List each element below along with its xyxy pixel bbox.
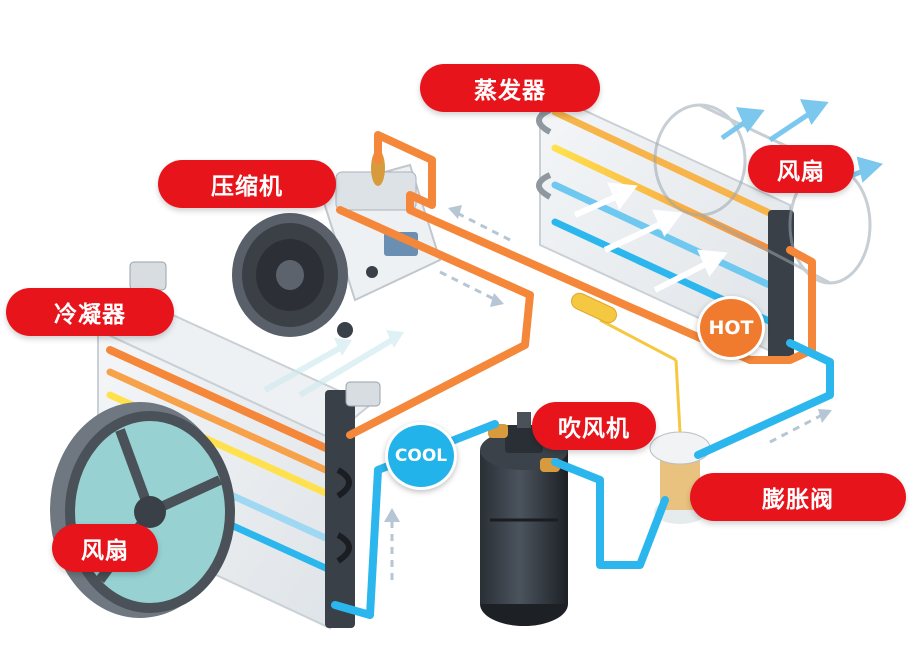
- compressor-label: 压缩机: [158, 160, 336, 208]
- evaporator-airflow-arrows: [573, 99, 883, 293]
- hot-badge: HOT: [697, 296, 765, 360]
- flow-direction-arrows: [384, 205, 832, 580]
- blower-label: 吹风机: [532, 402, 656, 450]
- condenser-label: 冷凝器: [6, 288, 174, 336]
- sensing-bulb: [570, 292, 618, 324]
- expansion-valve-label: 膨胀阀: [690, 473, 906, 521]
- condenser-airflow-arrows: [263, 330, 404, 398]
- fan-label-right: 风扇: [748, 145, 854, 193]
- compressor-unit: [232, 150, 442, 338]
- condenser-fan-icon: [50, 402, 235, 618]
- cool-badge: COOL: [385, 422, 457, 490]
- evaporator-label: 蒸发器: [420, 64, 600, 112]
- fan-label-left: 风扇: [52, 524, 158, 572]
